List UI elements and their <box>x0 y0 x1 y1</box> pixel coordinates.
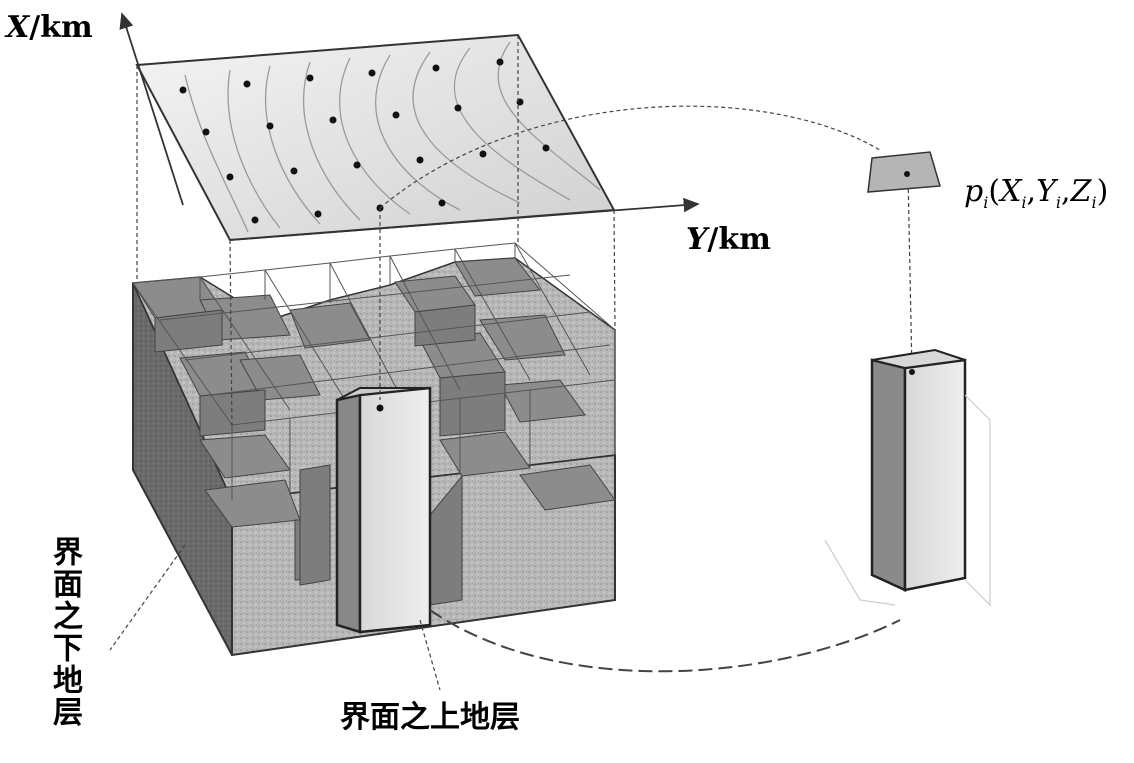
center-column-side <box>335 393 362 634</box>
x-axis-var: X <box>6 10 30 45</box>
y-axis-var: Y <box>686 222 708 257</box>
pl-X: X <box>1000 174 1022 209</box>
pl-open: ( <box>988 174 1001 209</box>
x-axis-label: X/km <box>6 10 93 45</box>
x-axis <box>119 12 184 206</box>
pl-Z: Z <box>1070 174 1092 209</box>
above-interface-label: 界面之上地层 <box>340 700 520 735</box>
center-column-front <box>358 386 432 634</box>
pl-i3: i <box>1055 193 1062 212</box>
pl-c1: , <box>1026 174 1037 209</box>
wireframe-grid <box>132 242 616 500</box>
below-interface-label: 界面之下地层 <box>47 536 82 728</box>
y-axis-unit: /km <box>707 222 771 257</box>
pl-Y: Y <box>1036 174 1056 209</box>
ghost-outline <box>824 394 991 607</box>
sample-cell-point <box>904 171 910 177</box>
point-label: pi(Xi,Yi,Zi) <box>964 174 1108 212</box>
pl-i4: i <box>1091 193 1097 212</box>
isolated-column-top <box>871 348 966 370</box>
pl-p: p <box>964 174 984 209</box>
pl-i2: i <box>1021 193 1027 212</box>
sample-cell <box>867 151 941 193</box>
y-axis-label: Y/km <box>686 222 771 257</box>
y-axis <box>229 197 700 241</box>
contour-lines <box>184 41 601 233</box>
column-point-marker <box>376 404 384 412</box>
center-column-top <box>336 387 431 401</box>
isolated-column-side <box>870 358 907 592</box>
x-axis-unit: /km <box>29 10 93 45</box>
isolated-column-front <box>903 358 967 592</box>
pl-close: ) <box>1096 174 1109 209</box>
isolated-column-point <box>909 369 915 375</box>
projection-lines <box>109 35 913 691</box>
step-side-faces <box>154 304 506 606</box>
pl-i1: i <box>983 193 989 212</box>
strata-block <box>131 242 616 657</box>
interface-plane <box>135 33 616 242</box>
pl-c2: , <box>1061 174 1071 209</box>
